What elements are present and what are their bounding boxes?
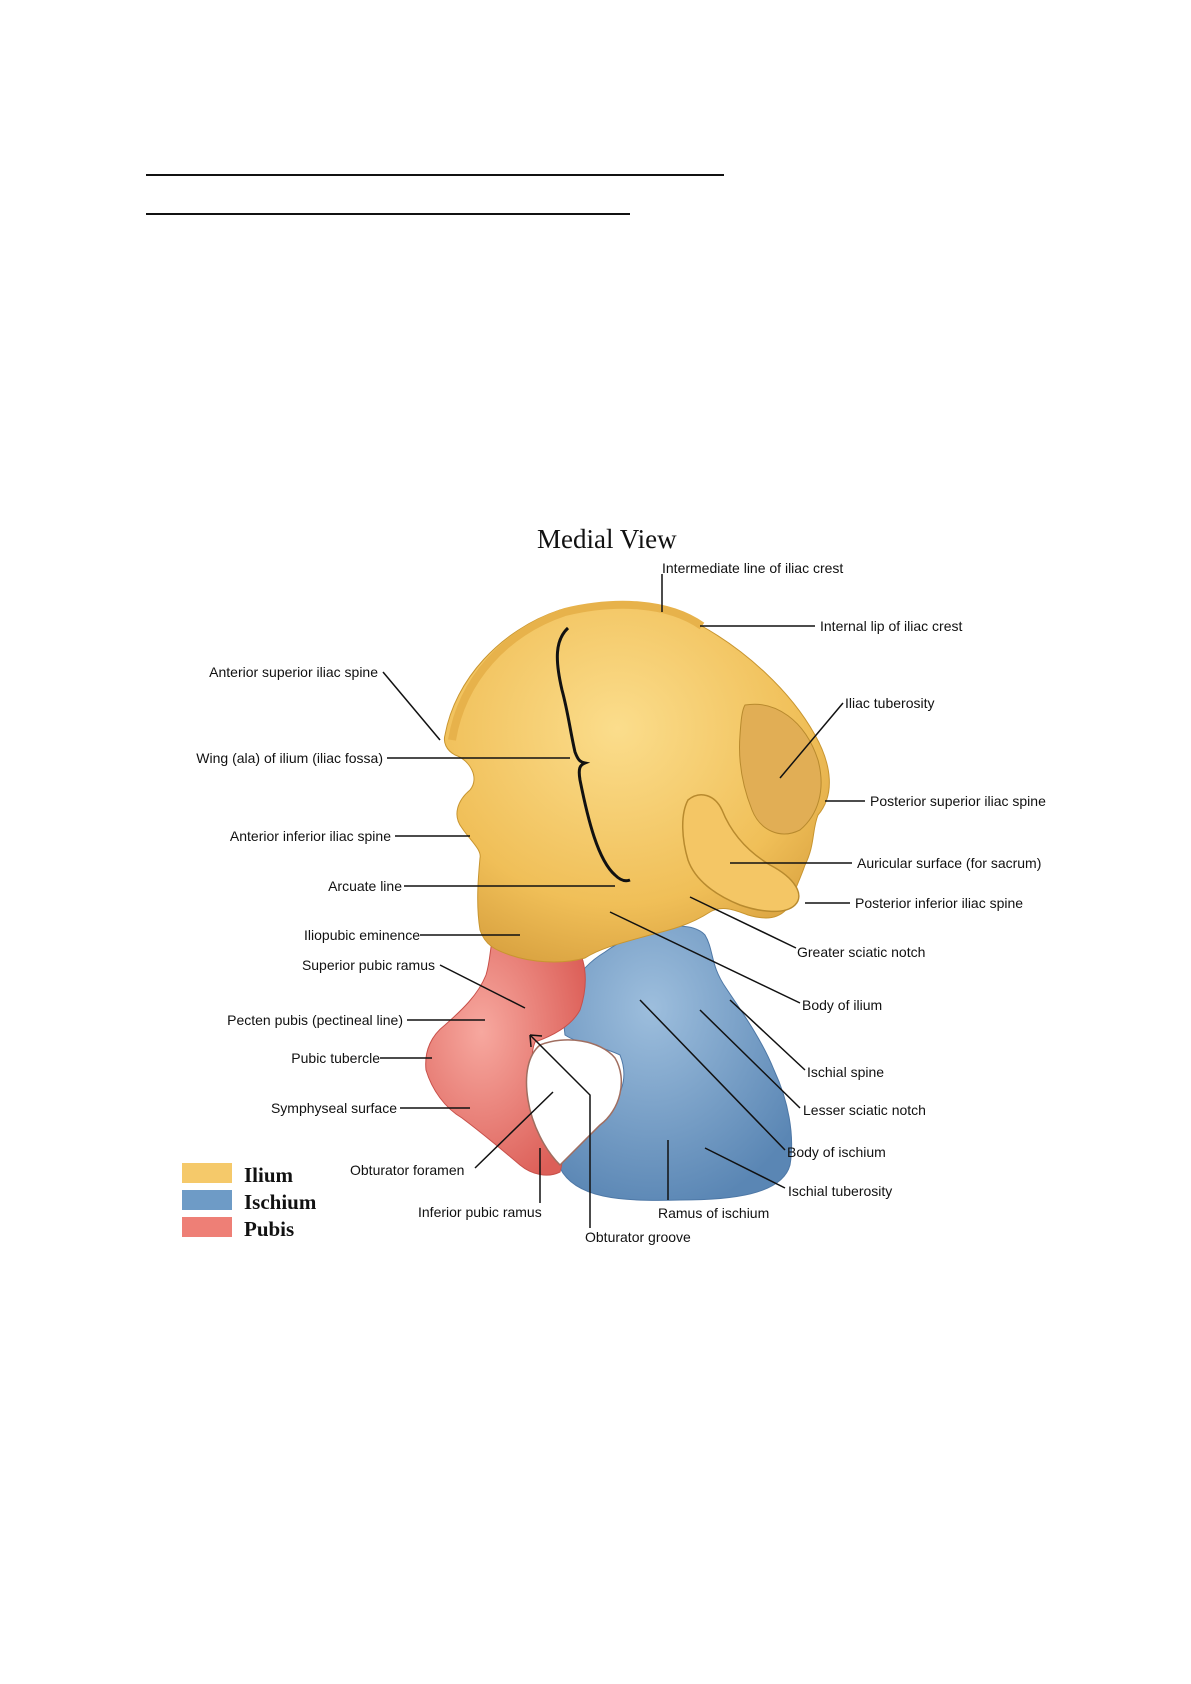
label-iliopubic-eminence: Iliopubic eminence bbox=[304, 927, 420, 943]
leader-body-ischium bbox=[639, 999, 786, 1151]
label-greater-sciatic: Greater sciatic notch bbox=[797, 944, 925, 960]
label-obturator-groove: Obturator groove bbox=[585, 1229, 691, 1245]
auricular-surface-shape bbox=[682, 794, 800, 913]
leader-asis bbox=[382, 671, 441, 741]
label-pecten-pubis: Pecten pubis (pectineal line) bbox=[227, 1012, 403, 1028]
legend-swatch-pubis bbox=[182, 1217, 232, 1237]
label-wing-ilium: Wing (ala) of ilium (iliac fossa) bbox=[196, 750, 383, 766]
label-arcuate-line: Arcuate line bbox=[328, 878, 402, 894]
label-superior-pubic-ramus: Superior pubic ramus bbox=[302, 957, 435, 973]
label-ramus-ischium: Ramus of ischium bbox=[658, 1205, 769, 1221]
legend-swatch-ilium bbox=[182, 1163, 232, 1183]
iliac-tuberosity-shape bbox=[739, 703, 822, 835]
leader-ischial-spine bbox=[729, 999, 806, 1071]
label-aiis: Anterior inferior iliac spine bbox=[230, 828, 391, 844]
label-psis: Posterior superior iliac spine bbox=[870, 793, 1046, 809]
legend-label-ischium: Ischium bbox=[244, 1190, 317, 1214]
leader-greater-sciatic bbox=[689, 896, 797, 949]
label-lesser-sciatic: Lesser sciatic notch bbox=[803, 1102, 926, 1118]
label-symphyseal-surface: Symphyseal surface bbox=[271, 1100, 397, 1116]
label-intermediate-line: Intermediate line of iliac crest bbox=[662, 560, 843, 576]
label-inferior-pubic-ramus: Inferior pubic ramus bbox=[418, 1204, 542, 1220]
label-pubic-tubercle: Pubic tubercle bbox=[291, 1050, 380, 1066]
label-pils: Posterior inferior iliac spine bbox=[855, 895, 1023, 911]
label-internal-lip: Internal lip of iliac crest bbox=[820, 618, 963, 634]
iliac-crest-rim bbox=[448, 600, 705, 741]
legend: Ilium Ischium Pubis bbox=[182, 1163, 317, 1241]
label-auricular: Auricular surface (for sacrum) bbox=[857, 855, 1041, 871]
label-obturator-foramen: Obturator foramen bbox=[350, 1162, 464, 1178]
label-asis: Anterior superior iliac spine bbox=[209, 664, 378, 680]
legend-label-pubis: Pubis bbox=[244, 1217, 294, 1241]
leader-obturator-groove-arrowhead bbox=[529, 1034, 543, 1048]
legend-label-ilium: Ilium bbox=[244, 1163, 294, 1187]
leader-lesser-sciatic bbox=[699, 1009, 801, 1109]
label-body-ilium: Body of ilium bbox=[802, 997, 882, 1013]
obturator-foramen-hole bbox=[525, 1039, 623, 1167]
label-iliac-tuberosity: Iliac tuberosity bbox=[845, 695, 934, 711]
underline-blank-2 bbox=[146, 213, 630, 215]
leader-body-ilium bbox=[609, 911, 801, 1004]
label-ischial-tuberosity: Ischial tuberosity bbox=[788, 1183, 892, 1199]
leader-obturator-foramen bbox=[474, 1091, 554, 1169]
leader-superior-pubic-ramus bbox=[439, 964, 526, 1009]
leader-iliac-tuberosity bbox=[779, 702, 844, 779]
iliac-fossa-brace bbox=[555, 626, 631, 883]
underline-blank-1 bbox=[146, 174, 724, 176]
legend-swatch-ischium bbox=[182, 1190, 232, 1210]
label-ischial-spine: Ischial spine bbox=[807, 1064, 884, 1080]
leader-obturator-groove bbox=[529, 1034, 591, 1228]
leader-ischial-tuberosity bbox=[704, 1147, 786, 1189]
figure-title: Medial View bbox=[537, 524, 677, 554]
label-body-ischium: Body of ischium bbox=[787, 1144, 886, 1160]
